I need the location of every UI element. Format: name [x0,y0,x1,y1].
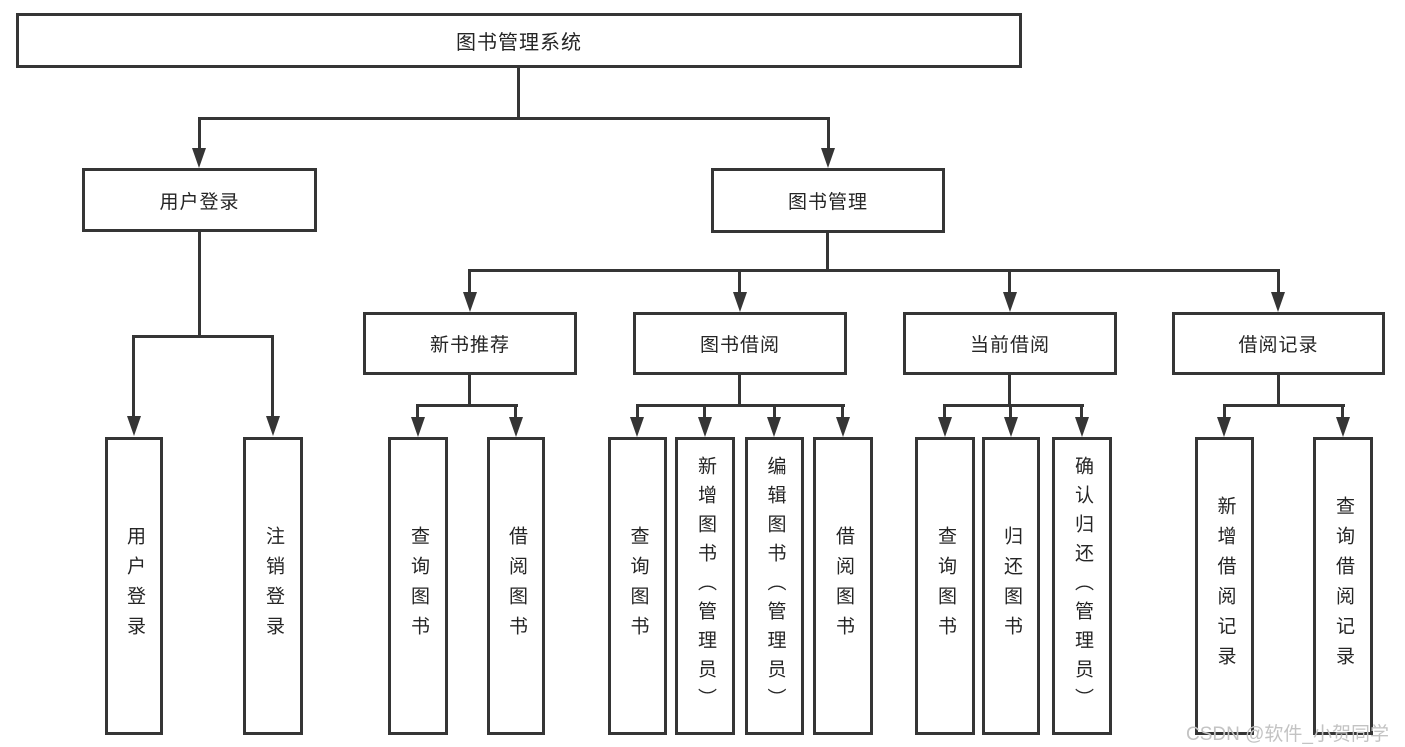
node-book-borrowing: 图书借阅 [633,312,847,375]
leaf-bb-query-books: 查询图书 [608,437,667,735]
leaf-nb-borrow-books: 借阅图书 [487,437,545,735]
connector-line [826,233,829,271]
arrow-down-icon [767,417,781,437]
arrow-down-icon [938,417,952,437]
connector-line [271,335,274,416]
connector-line [514,404,517,417]
connector-line [132,335,274,338]
csdn-watermark: CSDN @软件_小贺同学 [1186,724,1389,745]
arrow-down-icon [630,417,644,437]
connector-line [1009,404,1012,417]
arrow-down-icon [463,292,477,312]
arrow-down-icon [1003,292,1017,312]
arrow-down-icon [1336,417,1350,437]
connector-line [198,117,830,120]
connector-line [1277,269,1280,293]
connector-line [943,404,946,417]
connector-line [636,404,639,417]
leaf-user-login: 用户登录 [105,437,163,735]
connector-line [1008,375,1011,406]
connector-line [827,117,830,148]
connector-line [468,269,471,293]
arrow-down-icon [733,292,747,312]
node-new-book-recommendation: 新书推荐 [363,312,577,375]
leaf-bb-edit-books-admin: 编辑图书（管理员） [745,437,804,735]
connector-line [703,404,706,417]
connector-line [132,335,135,416]
leaf-cb-return-books: 归还图书 [982,437,1040,735]
connector-line [1223,404,1345,407]
connector-line [773,404,776,417]
arrow-down-icon [411,417,425,437]
arrow-down-icon [1217,417,1231,437]
node-user-login: 用户登录 [82,168,317,232]
leaf-logout-login: 注销登录 [243,437,303,735]
connector-line [943,404,1084,407]
connector-line [416,404,518,407]
node-current-borrowing: 当前借阅 [903,312,1117,375]
connector-line [636,404,845,407]
connector-line [198,232,201,336]
leaf-br-query-record: 查询借阅记录 [1313,437,1373,735]
leaf-cb-confirm-return-admin: 确认归还（管理员） [1052,437,1112,735]
connector-line [841,404,844,417]
leaf-bb-borrow-books: 借阅图书 [813,437,873,735]
arrow-down-icon [1271,292,1285,312]
connector-line [517,68,520,118]
node-book-management: 图书管理 [711,168,945,233]
connector-line [738,375,741,406]
connector-line [1341,404,1344,417]
leaf-cb-query-books: 查询图书 [915,437,975,735]
leaf-br-add-record: 新增借阅记录 [1195,437,1254,735]
connector-line [468,375,471,406]
connector-line [738,269,741,293]
arrow-down-icon [1004,417,1018,437]
connector-line [1008,269,1011,293]
node-library-management-system: 图书管理系统 [16,13,1022,68]
arrow-down-icon [127,416,141,436]
leaf-bb-add-books-admin: 新增图书（管理员） [675,437,735,735]
connector-line [416,404,419,417]
arrow-down-icon [836,417,850,437]
node-borrowing-records: 借阅记录 [1172,312,1385,375]
arrow-down-icon [821,148,835,168]
arrow-down-icon [192,148,206,168]
arrow-down-icon [698,417,712,437]
connector-line [198,117,201,148]
connector-line [1277,375,1280,406]
connector-line [468,269,1280,272]
arrow-down-icon [266,416,280,436]
connector-line [1223,404,1226,417]
arrow-down-icon [1075,417,1089,437]
leaf-nb-query-books: 查询图书 [388,437,448,735]
arrow-down-icon [509,417,523,437]
connector-line [1080,404,1083,417]
